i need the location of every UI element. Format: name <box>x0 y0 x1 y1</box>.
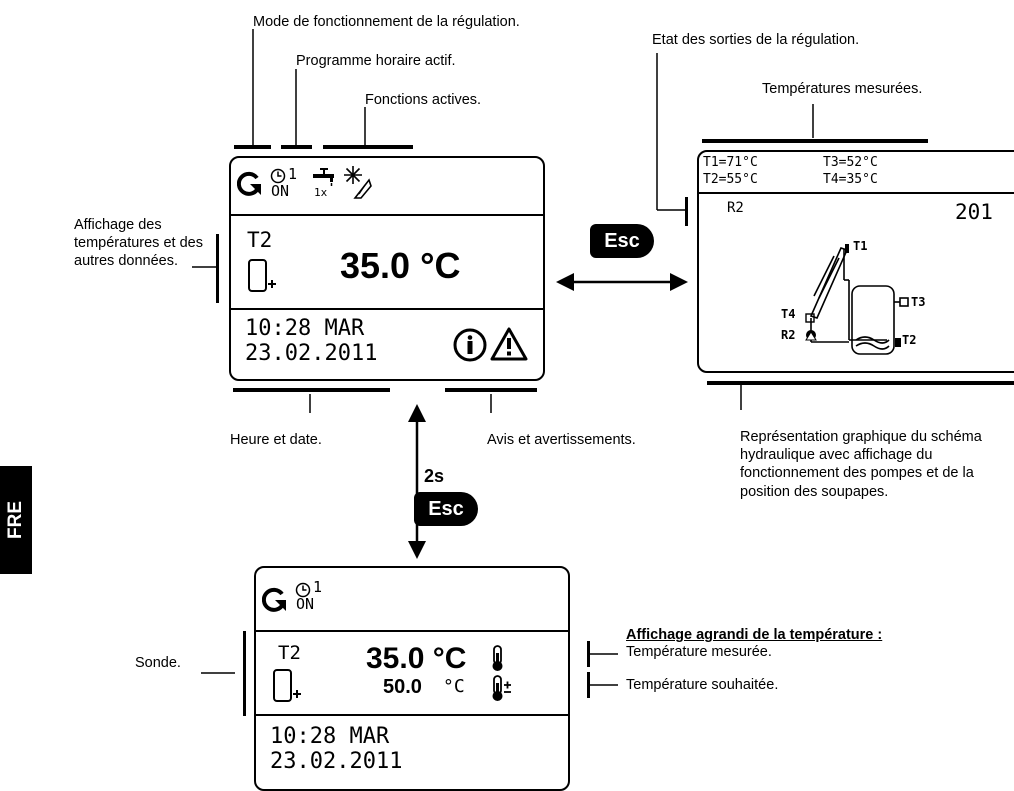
measured-temperature: 35.0 °C <box>366 642 467 675</box>
label-mode: Mode de fonctionnement de la régulation. <box>253 14 520 30</box>
esc-key[interactable]: Esc <box>590 224 654 258</box>
hold-duration-label: 2s <box>424 466 445 486</box>
program-number: 1 <box>288 165 298 183</box>
label-desired-temp: Température souhaitée. <box>626 677 779 693</box>
label-t3: T3 <box>911 295 926 309</box>
scheme-number: 201 <box>955 200 993 224</box>
warning-icon[interactable] <box>489 326 529 362</box>
label-measured-temps: Températures mesurées. <box>762 81 923 97</box>
label-outputs-state: Etat des sorties de la régulation. <box>652 32 860 48</box>
reading-t3: T3=52°C <box>823 155 878 170</box>
time-display: 10:28 MAR <box>245 316 365 341</box>
storage-tank-icon <box>248 259 276 292</box>
label-t1: T1 <box>853 239 868 253</box>
date-display: 23.02.2011 <box>245 341 378 366</box>
language-tab: FRE <box>0 466 32 574</box>
label-hydraulic: Représentation graphique du schéma hydra… <box>740 429 982 500</box>
sensor-name: T2 <box>247 228 273 252</box>
active-output: R2 <box>727 200 744 216</box>
scheme-screen: T1=71°C T2=55°C T3=52°C T4=35°C R2 201 <box>697 150 1014 373</box>
reading-t2: T2=55°C <box>703 172 758 187</box>
label-time-date: Heure et date. <box>230 432 322 448</box>
info-icon[interactable] <box>453 328 487 362</box>
zoom-screen: 1 ON T2 35.0 °C 50.0 °C 10:28 MAR 23.02.… <box>254 566 570 791</box>
label-r2: R2 <box>781 328 796 342</box>
clock-icon <box>295 582 311 598</box>
label-notices: Avis et avertissements. <box>487 432 636 448</box>
label-measured-temp: Température mesurée. <box>626 644 772 660</box>
label-probe: Sonde. <box>135 655 181 671</box>
hot-water-tap-icon <box>313 168 334 186</box>
sensor-name: T2 <box>278 642 301 664</box>
time-display: 10:28 MAR <box>270 724 390 749</box>
reading-t4: T4=35°C <box>823 172 878 187</box>
thermometer-icon <box>492 645 503 671</box>
desired-temperature: 50.0 <box>383 676 422 698</box>
main-temperature: 35.0 °C <box>340 245 461 286</box>
program-number: 1 <box>313 578 323 596</box>
main-screen: 1 ON 1x T2 35.0 °C 10:28 MAR 23.02.2011 <box>229 156 545 381</box>
label-t2: T2 <box>902 333 917 347</box>
label-t4: T4 <box>781 307 796 321</box>
storage-tank-icon <box>273 669 301 702</box>
date-display: 23.02.2011 <box>270 749 403 774</box>
clock-icon <box>270 168 286 184</box>
label-functions: Fonctions actives. <box>365 92 482 108</box>
label-zoom-title: Affichage agrandi de la température : <box>626 627 883 643</box>
reading-t1: T1=71°C <box>703 155 758 170</box>
desired-unit: °C <box>443 676 465 697</box>
tap-count: 1x <box>314 186 328 199</box>
esc-key-hold[interactable]: Esc <box>414 492 478 526</box>
label-display-temps: Affichage des températures et des autres… <box>74 217 203 269</box>
auto-mode-icon <box>262 587 286 612</box>
program-state: ON <box>271 182 290 200</box>
thermometer-setpoint-icon <box>492 675 511 701</box>
hydraulic-scheme <box>805 244 909 355</box>
frost-protection-icon <box>344 166 372 199</box>
program-state: ON <box>296 595 315 613</box>
label-program: Programme horaire actif. <box>296 53 456 69</box>
auto-mode-icon <box>237 171 261 196</box>
